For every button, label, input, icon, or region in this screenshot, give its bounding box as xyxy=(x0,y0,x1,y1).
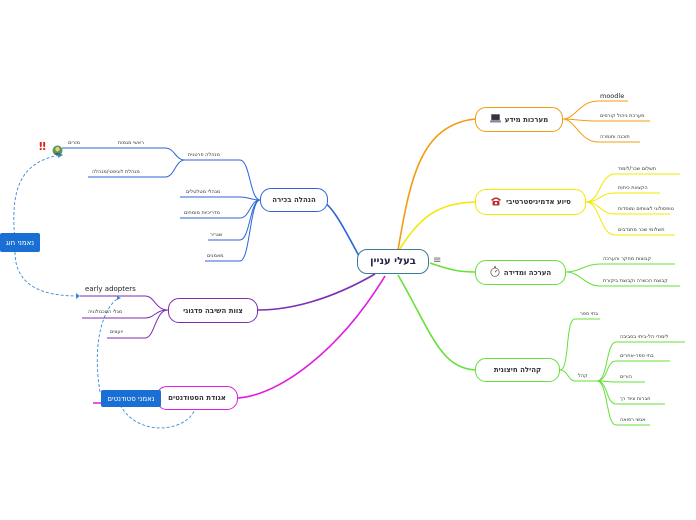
leaf-parents[interactable]: הורים xyxy=(620,374,632,380)
connector-community xyxy=(397,274,476,371)
stopwatch-icon xyxy=(490,266,500,279)
person-icon xyxy=(52,141,63,160)
relation-outer-to-teachers xyxy=(13,154,61,241)
connector-students xyxy=(237,275,386,399)
leaf-early-adopters[interactable]: early adopters xyxy=(85,285,136,293)
branch-pedagogy[interactable]: צוות השיבה פדגוגי xyxy=(168,298,258,323)
leaf-research-groups[interactable]: קבוצות מחקר והערכה xyxy=(603,256,652,262)
leaf-moodle[interactable]: moodle xyxy=(600,92,625,100)
root-label: בעלי עניין xyxy=(370,256,416,267)
tag-department-trustees[interactable]: נאמני חוג xyxy=(0,233,40,252)
branch-info-systems-label: מערכות מידע xyxy=(504,115,549,124)
branch-evaluation-label: הערכה ומדידה xyxy=(503,268,552,277)
leaf-software-companies[interactable]: חברות ציוד רך xyxy=(620,396,651,402)
branch-students[interactable]: אגודת הסטודנטים xyxy=(156,386,238,410)
connector-evaluation xyxy=(429,262,476,273)
branch-community-label: קהילה חיצונית xyxy=(493,366,542,374)
leaf-volunteer-pay[interactable]: תשלומי שכר מתנדבים xyxy=(618,227,665,233)
leaf-teachers[interactable]: מורים xyxy=(68,140,81,146)
leaf-forms[interactable]: טופסולוגי לצוותים ומוסדות xyxy=(618,206,674,212)
connector-management xyxy=(319,199,361,259)
root-node[interactable]: בעלי עניין xyxy=(357,249,429,274)
telephone-icon xyxy=(490,196,502,208)
leaf-other-schools[interactable]: בתי ספר-אחרים xyxy=(620,353,654,359)
leaf-track-heads[interactable]: ראשי מגמות xyxy=(118,140,144,146)
relation-students-node xyxy=(119,404,196,429)
leaf-advisors[interactable]: יועצים xyxy=(110,329,124,335)
branch-management-label: הנהלה בכירה xyxy=(272,196,316,204)
connector-admin xyxy=(397,201,476,253)
leaf-class-allocation[interactable]: הקצאת כיתות xyxy=(618,185,648,191)
leaf-logistics-management[interactable]: מנהלת לוגיסטי/מנהלה xyxy=(92,169,140,175)
branch-info-systems[interactable]: מערכות מידע xyxy=(475,107,563,132)
leaf-mobile-managers[interactable]: מנהלי מטלטלים xyxy=(186,189,221,195)
branch-evaluation[interactable]: הערכה ומדידה xyxy=(475,260,566,285)
branch-management[interactable]: הנהלה בכירה xyxy=(260,188,328,212)
connector-pedagogy xyxy=(257,273,376,311)
group-schools[interactable]: בתי ספר xyxy=(580,311,599,317)
laptop-icon xyxy=(489,114,501,125)
leaf-ambassador[interactable]: שגריר xyxy=(210,232,223,238)
connector-info-systems xyxy=(397,118,476,251)
leaf-course-management[interactable]: מערכת ניהול קורסים xyxy=(600,113,645,119)
branch-admin-support-label: סיוע אדמיניסטרטיבי xyxy=(506,198,571,206)
leaf-tuition-payment[interactable]: תשלום שכר/לימוד xyxy=(618,166,657,172)
leaf-training-control[interactable]: קבוצת הכשרה וקבוצת ביקורת xyxy=(603,278,668,284)
branch-admin-support[interactable]: סיוע אדמיניסטרטיבי xyxy=(475,189,586,215)
menu-icon[interactable]: ≡ xyxy=(433,255,442,266)
leaf-coaches[interactable]: מאמנים xyxy=(207,253,224,259)
leaf-medical-people[interactable]: אנשי רפואה xyxy=(620,417,646,423)
relation-students-tag xyxy=(96,297,121,393)
tag-student-trustees[interactable]: נאמני סטודנטים xyxy=(101,390,161,407)
group-public[interactable]: קהל xyxy=(578,373,588,379)
branch-students-label: אגודת הסטודנטים xyxy=(168,394,226,402)
double-exclamation-icon: ‼ xyxy=(39,140,46,153)
relation-outer-to-adopters xyxy=(14,251,79,297)
branch-pedagogy-label: צוות השיבה פדגוגי xyxy=(183,306,243,315)
leaf-tech-discoverers[interactable]: מגלי הטכנולוגיה xyxy=(88,309,123,315)
leaf-hardware-software[interactable]: תוכנה וחומרה xyxy=(600,134,630,140)
leaf-expert-instructors[interactable]: מדריכיות מומחים xyxy=(184,210,220,216)
leaf-pedagogic-management[interactable]: מנהלה פרטנית xyxy=(188,152,220,158)
branch-community[interactable]: קהילה חיצונית xyxy=(475,358,560,382)
leaf-home-learning[interactable]: לימודי הל-ביתי בסביבה xyxy=(620,334,669,340)
